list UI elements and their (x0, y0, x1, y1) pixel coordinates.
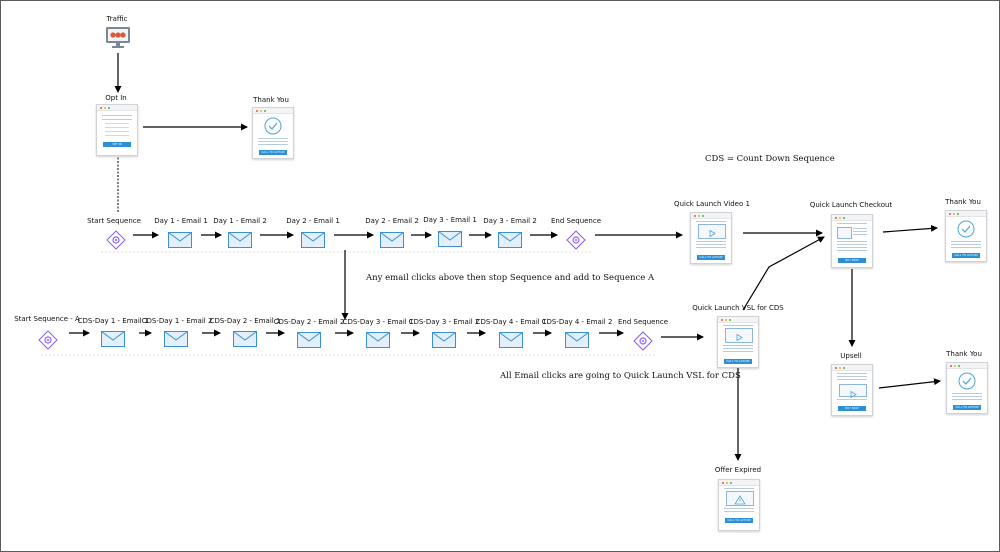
cds-d3e1-label: CDS-Day 3 - Email 1 (342, 318, 414, 326)
opt-in-label: Opt In (105, 94, 127, 102)
thank-you-page-1[interactable]: CALL TO ACTION (252, 107, 294, 159)
start-sequence-label: Start Sequence (87, 217, 141, 225)
opt-in-button: OPT IN (103, 142, 131, 147)
upsell-page[interactable]: BUY NOW (831, 364, 873, 416)
cds-d1e1-label: CDS-Day 1 - Email 1 (77, 317, 149, 325)
any-clicks-note: Any email clicks above then stop Sequenc… (366, 273, 655, 283)
gear-icon[interactable] (38, 330, 58, 350)
ql-video-page[interactable]: CALL TO ACTION (690, 212, 732, 264)
gear-icon[interactable] (633, 331, 653, 351)
envelope-icon[interactable] (168, 232, 192, 248)
thank-you-label-2: Thank You (945, 198, 981, 206)
cds-d2e1-label: CDS-Day 2 - Email 1 (209, 317, 281, 325)
call-to-action-button: CALL TO ACTION (259, 150, 287, 155)
envelope-icon[interactable] (301, 232, 325, 248)
offer-expired-page[interactable]: CALL TO ACTION (718, 479, 760, 531)
cds-d1e2-label: CDS-Day 1 - Email 2 (141, 317, 213, 325)
gear-icon[interactable] (106, 230, 126, 250)
ql-vsl-label: Quick Launch VSL for CDS (692, 304, 784, 312)
call-to-action-button: CALL TO ACTION (953, 405, 981, 410)
envelope-icon[interactable] (366, 332, 390, 348)
day3-email1-label: Day 3 - Email 1 (423, 216, 477, 224)
gear-icon[interactable] (566, 230, 586, 250)
upsell-label: Upsell (840, 352, 862, 360)
buy-now-button: BUY NOW (838, 406, 866, 411)
play-icon (736, 333, 743, 342)
video-placeholder (698, 224, 726, 239)
day2-email1-label: Day 2 - Email 1 (286, 217, 340, 225)
call-to-action-button: CALL TO ACTION (725, 518, 753, 523)
ql-video-label: Quick Launch Video 1 (674, 200, 750, 208)
traffic-label: Traffic (106, 15, 128, 23)
check-circle-icon (264, 117, 282, 135)
call-to-action-button: CALL TO ACTION (952, 253, 980, 258)
call-to-action-button: CALL TO ACTION (697, 255, 725, 260)
envelope-icon[interactable] (228, 232, 252, 248)
cds-d3e2-label: CDS-Day 3 - Email 2 (408, 318, 480, 326)
play-icon (850, 390, 857, 399)
day1-email2-label: Day 1 - Email 2 (213, 217, 267, 225)
cds-d4e2-label: CDS-Day 4 - Email 2 (541, 318, 613, 326)
day1-email1-label: Day 1 - Email 1 (154, 217, 208, 225)
ql-checkout-label: Quick Launch Checkout (809, 201, 893, 209)
day3-email2-label: Day 3 - Email 2 (483, 217, 537, 225)
offer-expired-label: Offer Expired (714, 466, 762, 474)
monitor-icon (106, 27, 130, 48)
cds-note: CDS = Count Down Sequence (705, 154, 835, 164)
arrow-checkout-thankyou (882, 224, 938, 233)
day2-email2-label: Day 2 - Email 2 (365, 217, 419, 225)
video-placeholder (725, 328, 753, 343)
envelope-icon[interactable] (498, 232, 522, 248)
expired-placeholder (726, 491, 754, 506)
envelope-icon[interactable] (297, 332, 321, 348)
ql-vsl-page[interactable]: CALL TO ACTION (717, 316, 759, 368)
buy-now-button: BUY NOW (838, 258, 866, 263)
envelope-icon[interactable] (432, 332, 456, 348)
thank-you-page-2[interactable]: CALL TO ACTION (945, 210, 987, 262)
call-to-action-button: CALL TO ACTION (724, 359, 752, 364)
check-circle-icon (957, 220, 975, 238)
envelope-icon[interactable] (101, 331, 125, 347)
envelope-icon[interactable] (164, 331, 188, 347)
envelope-icon[interactable] (565, 332, 589, 348)
video-placeholder (839, 384, 867, 399)
end-sequence-2-label: End Sequence (617, 318, 669, 326)
envelope-icon[interactable] (233, 331, 257, 347)
arrow-vsl-checkout (742, 236, 825, 311)
warning-icon (734, 495, 746, 505)
thank-you-label-1: Thank You (253, 96, 289, 104)
cds-d4e1-label: CDS-Day 4 - Email 1 (475, 318, 547, 326)
opt-in-page[interactable]: OPT IN (96, 104, 138, 156)
envelope-icon[interactable] (499, 332, 523, 348)
play-icon (709, 229, 716, 238)
envelope-icon[interactable] (380, 232, 404, 248)
start-sequence-a-label: Start Sequence - A (14, 315, 80, 323)
end-sequence-label: End Sequence (550, 217, 602, 225)
ql-checkout-page[interactable]: BUY NOW (831, 214, 873, 268)
thank-you-label-3: Thank You (946, 350, 982, 358)
envelope-icon[interactable] (438, 231, 462, 247)
all-clicks-note: All Email clicks are going to Quick Laun… (500, 371, 741, 381)
cds-d2e2-label: CDS-Day 2 - Email 2 (273, 318, 345, 326)
thank-you-page-3[interactable]: CALL TO ACTION (946, 362, 988, 414)
arrow-upsell-thankyou (878, 378, 941, 389)
check-circle-icon (958, 372, 976, 390)
